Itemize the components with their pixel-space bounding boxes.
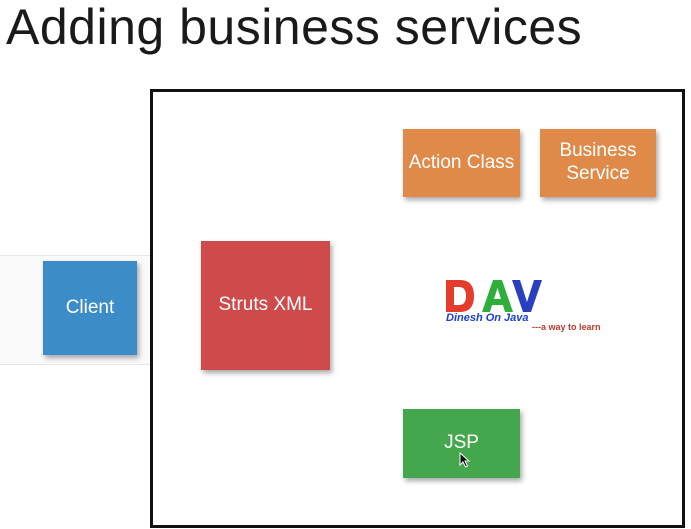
client-box: Client bbox=[43, 261, 137, 355]
struts-xml-label: Struts XML bbox=[218, 294, 313, 316]
business-service-label-line1: Business bbox=[559, 140, 637, 162]
slide-title: Adding business services bbox=[6, 0, 583, 55]
dav-logo-mark bbox=[446, 280, 542, 312]
jsp-box: JSP bbox=[403, 409, 520, 478]
action-class-box: Action Class bbox=[403, 129, 520, 197]
watermark-tagline: ---a way to learn bbox=[532, 322, 601, 332]
jsp-label: JSP bbox=[444, 432, 479, 454]
client-label: Client bbox=[65, 296, 115, 318]
watermark-name: Dinesh On Java bbox=[446, 312, 529, 324]
business-service-box: Business Service bbox=[540, 129, 656, 197]
watermark-logo: Dinesh On Java ---a way to learn bbox=[440, 278, 620, 338]
mouse-pointer-icon bbox=[459, 452, 471, 468]
action-class-label: Action Class bbox=[408, 151, 515, 173]
business-service-label-line2: Service bbox=[566, 163, 630, 184]
struts-xml-box: Struts XML bbox=[201, 241, 330, 370]
